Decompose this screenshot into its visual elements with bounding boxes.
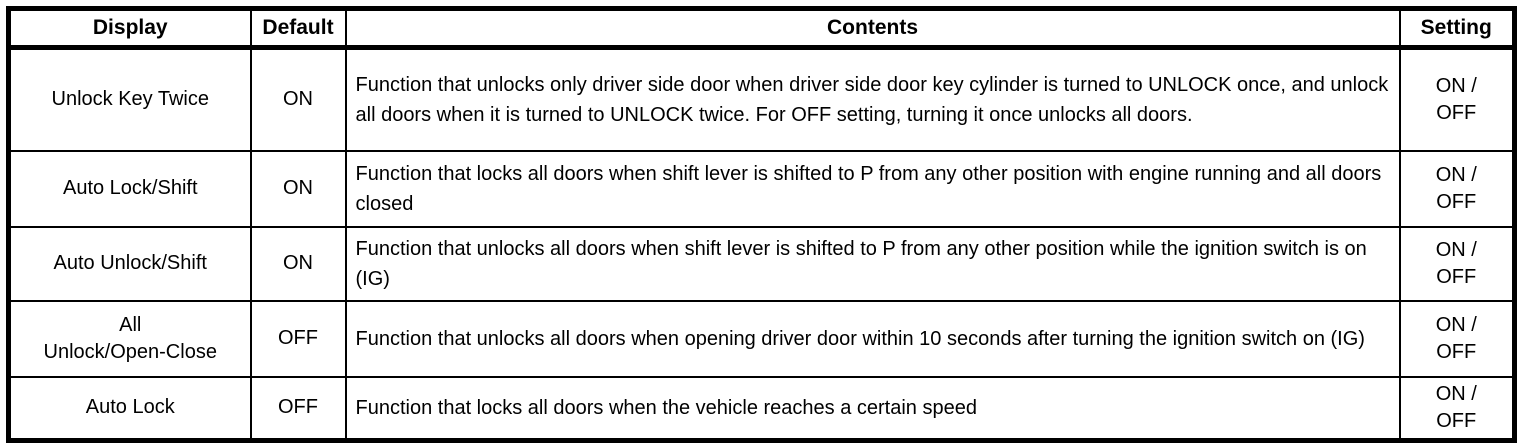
cell-default: OFF [249, 375, 347, 442]
cell-display: All Unlock/Open-Close [7, 299, 252, 378]
table-row: Unlock Key Twice ON Function that unlock… [7, 46, 1516, 152]
column-header-display: Display [7, 7, 252, 50]
cell-display: Auto Unlock/Shift [7, 225, 252, 302]
table-row: All Unlock/Open-Close OFF Function that … [7, 299, 1516, 378]
cell-contents: Function that unlocks all doors when shi… [344, 225, 1401, 302]
cell-contents: Function that locks all doors when the v… [344, 375, 1401, 442]
table-row: Auto Lock OFF Function that locks all do… [7, 375, 1516, 442]
cell-default: ON [249, 46, 347, 152]
cell-contents: Function that unlocks only driver side d… [344, 46, 1401, 152]
cell-setting: ON / OFF [1398, 299, 1516, 378]
header-row: Display Default Contents Setting [7, 7, 1516, 50]
cell-setting: ON / OFF [1398, 149, 1516, 228]
door-lock-settings-table-container: Display Default Contents Setting Unlock … [6, 6, 1517, 443]
cell-display: Auto Lock/Shift [7, 149, 252, 228]
cell-display: Auto Lock [7, 375, 252, 442]
cell-setting: ON / OFF [1398, 225, 1516, 302]
cell-default: ON [249, 225, 347, 302]
cell-default: ON [249, 149, 347, 228]
cell-default: OFF [249, 299, 347, 378]
column-header-contents: Contents [344, 7, 1401, 50]
column-header-setting: Setting [1398, 7, 1516, 50]
table-row: Auto Lock/Shift ON Function that locks a… [7, 149, 1516, 228]
cell-display: Unlock Key Twice [7, 46, 252, 152]
cell-contents: Function that unlocks all doors when ope… [344, 299, 1401, 378]
cell-contents: Function that locks all doors when shift… [344, 149, 1401, 228]
column-header-default: Default [249, 7, 347, 50]
door-lock-settings-table: Display Default Contents Setting Unlock … [6, 6, 1517, 443]
cell-setting: ON / OFF [1398, 46, 1516, 152]
table-row: Auto Unlock/Shift ON Function that unloc… [7, 225, 1516, 302]
cell-setting: ON / OFF [1398, 375, 1516, 442]
